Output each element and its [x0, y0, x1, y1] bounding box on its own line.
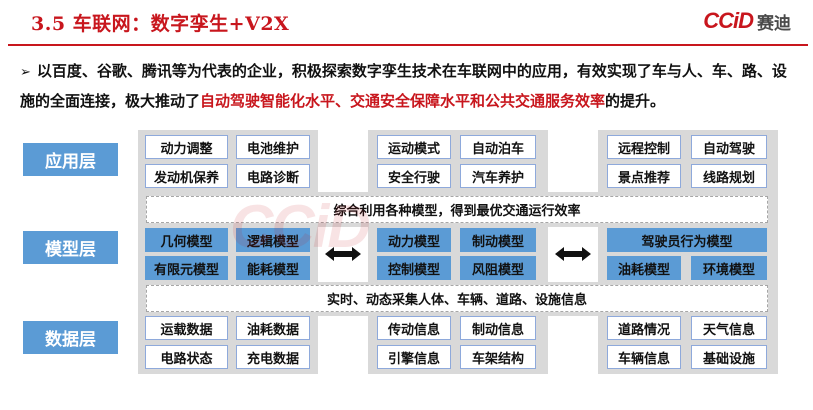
model-box: 驾驶员行为模型 — [607, 228, 767, 252]
double-arrow-icon — [555, 247, 591, 261]
header: 3.5 车联网：数字孪生+V2X CCiD 赛迪 — [0, 0, 813, 44]
header-divider — [8, 44, 808, 46]
layer-label-application: 应用层 — [23, 143, 118, 176]
app-box: 汽车养护 — [460, 164, 536, 188]
intro-paragraph: ➢以百度、谷歌、腾讯等为代表的企业，积极探索数字孪生技术在车联网中的应用，有效实… — [20, 57, 800, 116]
logo-mark: CCiD — [703, 8, 754, 33]
data-box: 道路情况 — [607, 316, 681, 340]
app-box: 安全行驶 — [377, 164, 451, 188]
data-box: 运载数据 — [145, 316, 228, 340]
app-box: 电池维护 — [236, 135, 310, 159]
model-box: 逻辑模型 — [236, 228, 310, 252]
intro-text-before: 以百度、谷歌、腾讯等为代表的企业，积极探索数字孪生技术在车联网中的应用，有效实现… — [20, 62, 787, 110]
model-box: 有限元模型 — [145, 256, 228, 280]
ccid-logo: CCiD 赛迪 — [703, 8, 791, 34]
model-box: 能耗模型 — [236, 256, 310, 280]
data-box: 充电数据 — [236, 345, 310, 369]
app-box: 线路规划 — [691, 164, 767, 188]
layer-label-data: 数据层 — [23, 321, 118, 354]
app-box: 远程控制 — [607, 135, 681, 159]
data-box: 车架结构 — [460, 345, 536, 369]
page-title: 3.5 车联网：数字孪生+V2X — [31, 13, 290, 35]
architecture-diagram: 应用层 模型层 数据层 动力调整 电池维护 发动机保养 电路诊断 运动模式 自动… — [0, 124, 813, 410]
data-box: 车辆信息 — [607, 345, 681, 369]
model-box: 风阻模型 — [460, 256, 536, 280]
app-box: 自动驾驶 — [691, 135, 767, 159]
intro-text-after: 的提升。 — [605, 92, 666, 110]
layer-label-model: 模型层 — [23, 231, 118, 264]
app-box: 自动泊车 — [460, 135, 536, 159]
app-box: 运动模式 — [377, 135, 451, 159]
logo-text: 赛迪 — [757, 13, 791, 34]
model-box: 几何模型 — [145, 228, 228, 252]
app-box: 景点推荐 — [607, 164, 681, 188]
model-box: 控制模型 — [377, 256, 451, 280]
model-box: 油耗模型 — [607, 256, 681, 280]
data-box: 传动信息 — [377, 316, 451, 340]
data-box: 油耗数据 — [236, 316, 310, 340]
app-box: 电路诊断 — [236, 164, 310, 188]
model-box: 动力模型 — [377, 228, 451, 252]
intro-highlight: 自动驾驶智能化水平、交通安全保障水平和公共交通服务效率 — [200, 92, 606, 110]
model-box: 制动模型 — [460, 228, 536, 252]
banner-bottom: 实时、动态采集人体、车辆、道路、设施信息 — [146, 285, 768, 312]
model-box: 环境模型 — [691, 256, 767, 280]
data-box: 天气信息 — [691, 316, 767, 340]
data-box: 基础设施 — [691, 345, 767, 369]
data-box: 制动信息 — [460, 316, 536, 340]
double-arrow-icon — [325, 247, 361, 261]
data-box: 引擎信息 — [377, 345, 451, 369]
data-box: 电路状态 — [145, 345, 228, 369]
banner-top: 综合利用各种模型，得到最优交通运行效率 — [146, 196, 768, 223]
bullet-arrow-icon: ➢ — [20, 65, 31, 80]
app-box: 发动机保养 — [145, 164, 228, 188]
app-box: 动力调整 — [145, 135, 228, 159]
